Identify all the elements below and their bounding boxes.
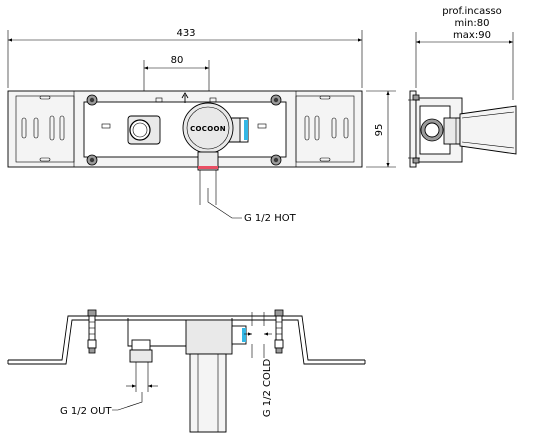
overall-width-label: 433: [176, 28, 195, 39]
cold-label: G 1/2 COLD: [262, 359, 273, 418]
hot-connection: [197, 151, 219, 205]
plate-height-dimension: 95: [366, 90, 396, 168]
hot-marker: [198, 166, 218, 169]
depth-note: prof.incasso min:80 max:90: [442, 6, 502, 41]
front-view: 433 80 95: [7, 28, 396, 224]
valve-spacing-label: 80: [171, 55, 184, 66]
valve-body-top: [185, 319, 233, 433]
up-arrow-icon: [181, 92, 189, 103]
valve-body: COCOON: [182, 102, 234, 154]
right-screw: [274, 309, 284, 354]
top-view: G 1/2 OUT G 1/2 COLD: [7, 309, 366, 433]
cold-marker-top: [242, 328, 246, 342]
outlet-connection: [127, 115, 161, 145]
body-logo: COCOON: [190, 125, 226, 133]
out-connection-top: [126, 339, 158, 392]
depth-max: max:90: [453, 30, 491, 41]
overall-width-dimension: 433: [7, 28, 363, 88]
plate-height-label: 95: [374, 124, 385, 137]
hot-callout: G 1/2 HOT: [207, 188, 297, 224]
depth-title: prof.incasso: [442, 6, 502, 17]
cold-connection-top: [231, 312, 272, 358]
depth-min: min:80: [455, 18, 490, 29]
cold-marker: [244, 120, 248, 140]
side-view: prof.incasso min:80 max:90: [408, 6, 517, 168]
hot-label: G 1/2 HOT: [244, 213, 297, 224]
mounting-screws: [86, 94, 282, 166]
left-screw: [87, 309, 97, 354]
out-label: G 1/2 OUT: [60, 406, 112, 417]
